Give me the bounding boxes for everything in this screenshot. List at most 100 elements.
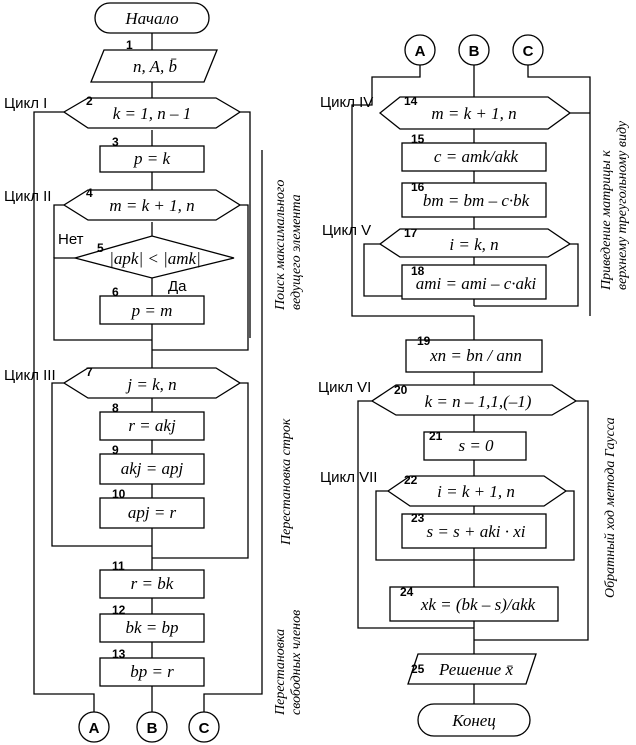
svg-text:|apk| < |amk|: |apk| < |amk| — [109, 249, 201, 268]
svg-text:C: C — [199, 720, 210, 737]
block-3-process: 3 p = k — [99, 135, 205, 173]
svg-text:3: 3 — [112, 135, 119, 149]
svg-text:Перестановка строк: Перестановка строк — [279, 418, 294, 546]
svg-text:j = k, n: j = k, n — [125, 375, 176, 394]
block-5-decision: 5 |apk| < |amk| Нет Да — [58, 231, 235, 295]
svg-text:23: 23 — [411, 511, 425, 525]
branch-no-label: Нет — [58, 231, 84, 248]
block-21-process: 21 s = 0 — [423, 429, 527, 461]
block-15-process: 15 c = amk/akk — [401, 132, 547, 172]
note-triangular: Приведение матрицы к верхнему треугольно… — [599, 120, 630, 291]
start-label: Начало — [124, 9, 178, 28]
svg-text:Решение x̄: Решение x̄ — [438, 660, 513, 679]
end-label: Конец — [451, 711, 496, 730]
block-13-process: 13 bp = r — [99, 647, 205, 687]
connector-c-top: C — [512, 34, 544, 66]
loop-label-3: Цикл III — [4, 367, 56, 384]
block-25-output: 25 Решение x̄ — [407, 653, 537, 685]
svg-text:Приведение матрицы к: Приведение матрицы к — [599, 150, 614, 291]
svg-text:akj = apj: akj = apj — [121, 459, 184, 478]
svg-text:s = s + aki · xi: s = s + aki · xi — [427, 522, 526, 541]
block-14-loop: 14 m = k + 1, n — [378, 94, 572, 130]
svg-text:m = k + 1, n: m = k + 1, n — [431, 104, 516, 123]
note-max-element: Поиск максимального ведущего элемента — [273, 180, 304, 311]
svg-text:Обратный ход метода Гаусса: Обратный ход метода Гаусса — [603, 417, 618, 598]
connector-c-bottom: C — [188, 711, 220, 743]
block-16-process: 16 bm = bm – c·bk — [401, 180, 547, 218]
svg-text:17: 17 — [404, 226, 418, 240]
svg-text:xn = bn / ann: xn = bn / ann — [429, 346, 522, 365]
block-24-process: 24 xk = (bk – s)/akk — [389, 585, 559, 622]
svg-text:свободных членов: свободных членов — [289, 610, 304, 715]
block-18-process: 18 ami = ami – c·aki — [401, 264, 547, 300]
svg-text:1: 1 — [126, 38, 133, 52]
svg-text:r = bk: r = bk — [131, 574, 174, 593]
svg-text:bm = bm – c·bk: bm = bm – c·bk — [423, 191, 530, 210]
svg-text:4: 4 — [86, 186, 93, 200]
svg-text:11: 11 — [112, 559, 125, 573]
block-17-loop: 17 i = k, n — [378, 226, 572, 258]
svg-text:Поиск максимального: Поиск максимального — [273, 180, 288, 311]
block-12-process: 12 bk = bp — [99, 603, 205, 643]
svg-text:22: 22 — [404, 473, 418, 487]
svg-text:Перестановка: Перестановка — [273, 629, 288, 716]
connector-a-top: A — [404, 34, 436, 66]
block-2-loop: 2 k = 1, n – 1 — [62, 94, 242, 129]
svg-text:9: 9 — [112, 443, 119, 457]
svg-text:c = amk/akk: c = amk/akk — [434, 147, 519, 166]
start-terminal: Начало — [94, 2, 210, 34]
note-back-substitution: Обратный ход метода Гаусса — [603, 417, 618, 598]
svg-text:20: 20 — [394, 383, 408, 397]
connector-b-bottom: B — [136, 711, 168, 743]
svg-text:10: 10 — [112, 487, 126, 501]
loop-label-4: Цикл IV — [320, 94, 373, 111]
loop-label-7: Цикл VII — [320, 469, 377, 486]
note-swap-rows: Перестановка строк — [279, 418, 294, 546]
svg-text:k = n – 1,1,(–1): k = n – 1,1,(–1) — [425, 392, 532, 411]
svg-text:k = 1, n – 1: k = 1, n – 1 — [113, 104, 192, 123]
svg-text:A: A — [89, 720, 100, 737]
svg-text:n, A, b̄: n, A, b̄ — [133, 57, 177, 76]
svg-text:ami = ami – c·aki: ami = ami – c·aki — [416, 274, 537, 293]
block-6-process: 6 p = m — [99, 285, 205, 325]
svg-text:xk = (bk – s)/akk: xk = (bk – s)/akk — [420, 595, 536, 614]
block-20-loop: 20 k = n – 1,1,(–1) — [370, 383, 578, 416]
svg-text:i = k, n: i = k, n — [449, 235, 498, 254]
svg-text:21: 21 — [429, 429, 443, 443]
block-8-process: 8 r = akj — [99, 401, 205, 441]
connector-a-bottom: A — [78, 711, 110, 743]
svg-text:8: 8 — [112, 401, 119, 415]
note-swap-free: Перестановка свободных членов — [273, 610, 304, 716]
svg-text:25: 25 — [411, 662, 425, 676]
svg-text:19: 19 — [417, 334, 431, 348]
block-7-loop: 7 j = k, n — [62, 365, 242, 399]
svg-text:A: A — [415, 43, 426, 60]
svg-text:2: 2 — [86, 94, 93, 108]
branch-yes-label: Да — [168, 278, 187, 295]
block-11-process: 11 r = bk — [99, 559, 205, 599]
svg-text:18: 18 — [411, 264, 425, 278]
svg-text:m = k + 1, n: m = k + 1, n — [109, 196, 194, 215]
end-terminal: Конец — [417, 703, 531, 737]
svg-text:14: 14 — [404, 94, 418, 108]
svg-text:B: B — [469, 43, 480, 60]
svg-text:ведущего элемента: ведущего элемента — [289, 194, 304, 310]
svg-text:B: B — [147, 720, 158, 737]
svg-text:bp = r: bp = r — [130, 662, 174, 681]
svg-text:13: 13 — [112, 647, 126, 661]
block-9-process: 9 akj = apj — [99, 443, 205, 485]
svg-text:r = akj: r = akj — [128, 416, 176, 435]
svg-text:6: 6 — [112, 285, 119, 299]
svg-text:bk = bp: bk = bp — [125, 618, 178, 637]
svg-text:C: C — [523, 43, 534, 60]
svg-text:apj = r: apj = r — [128, 503, 177, 522]
block-10-process: 10 apj = r — [99, 487, 205, 529]
loop-label-5: Цикл V — [322, 222, 371, 239]
block-19-process: 19 xn = bn / ann — [405, 334, 543, 373]
svg-text:15: 15 — [411, 132, 425, 146]
svg-text:p = m: p = m — [131, 301, 173, 320]
svg-text:верхнему треугольному виду: верхнему треугольному виду — [615, 120, 630, 290]
right-flow-lines — [351, 65, 591, 704]
